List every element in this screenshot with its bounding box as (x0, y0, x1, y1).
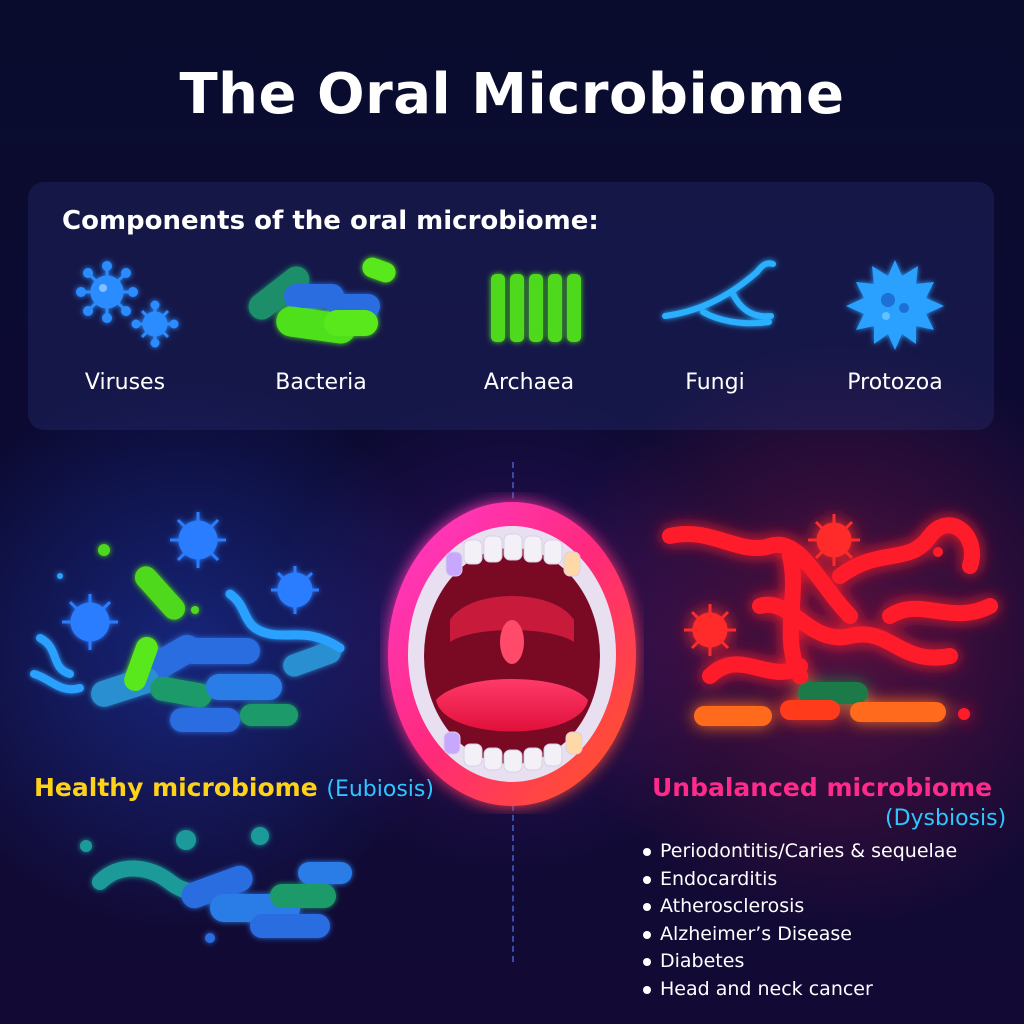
protozoa-icon (846, 260, 944, 350)
component-fungi: Fungi (630, 252, 800, 412)
component-label: Viruses (84, 370, 166, 395)
fungi-icon (662, 260, 776, 327)
healthy-microbe-cluster (30, 512, 345, 732)
healthy-microbiome-label: Healthy microbiome (Eubiosis) (34, 773, 434, 802)
bullet-icon (643, 875, 651, 884)
virus-icon (76, 261, 179, 348)
healthy-microbe-cluster-lower (80, 827, 352, 943)
component-label: Bacteria (275, 370, 367, 395)
eubiosis-label: (Eubiosis) (326, 777, 434, 802)
bullet-icon (643, 848, 651, 856)
components-heading: Components of the oral microbiome: (62, 206, 599, 236)
component-label: Fungi (685, 370, 745, 395)
conditions-list: Periodontitis/Caries & sequelae Endocard… (640, 838, 957, 1003)
component-label: Protozoa (847, 370, 943, 395)
page-title: The Oral Microbiome (179, 62, 845, 127)
bullet-icon (643, 930, 651, 939)
component-archaea: Archaea (444, 252, 614, 412)
dysbiosis-label: (Dysbiosis) (885, 806, 1007, 831)
bullet-icon (643, 903, 651, 911)
list-item: Endocarditis (640, 866, 957, 894)
bullet-icon (643, 958, 651, 966)
dysbiosis-microbe-cluster (662, 514, 998, 726)
list-item: Alzheimer’s Disease (640, 921, 957, 949)
component-protozoa: Protozoa (810, 252, 980, 412)
open-mouth-illustration (388, 502, 636, 806)
list-item: Periodontitis/Caries & sequelae (640, 838, 957, 866)
component-bacteria: Bacteria (236, 252, 406, 412)
component-label: Archaea (483, 370, 575, 395)
list-item: Head and neck cancer (640, 976, 957, 1004)
components-panel: Components of the oral microbiome: (28, 182, 994, 430)
list-item: Atherosclerosis (640, 893, 957, 921)
component-viruses: Viruses (40, 252, 210, 412)
bacteria-icon (248, 257, 396, 344)
unbalanced-microbiome-label: Unbalanced microbiome (652, 773, 993, 802)
bullet-icon (643, 985, 651, 994)
healthy-label-text: Healthy microbiome (34, 773, 318, 802)
archaea-icon (491, 274, 581, 342)
list-item: Diabetes (640, 948, 957, 976)
